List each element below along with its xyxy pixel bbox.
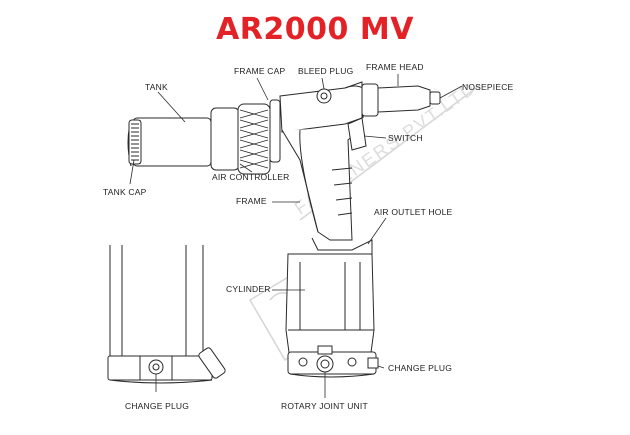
label-frame: FRAME (236, 196, 267, 206)
frame-handle (281, 117, 373, 255)
cylinder-body (285, 253, 379, 378)
leader-lines (129, 74, 463, 398)
label-change-plug-left: CHANGE PLUG (125, 401, 190, 411)
air-controller (237, 99, 281, 175)
diagram-title: AR2000 MV (216, 12, 414, 47)
label-change-plug-right: CHANGE PLUG (388, 363, 453, 373)
side-view (107, 245, 226, 384)
tank-body (127, 107, 240, 171)
label-tank: TANK (145, 82, 168, 92)
label-air-outlet-hole: AIR OUTLET HOLE (374, 207, 453, 217)
label-frame-head: FRAME HEAD (366, 62, 424, 72)
label-air-controller: AIR CONTROLLER (212, 172, 290, 182)
label-cylinder: CYLINDER (226, 284, 271, 294)
label-switch: SWITCH (388, 133, 423, 143)
label-bleed-plug: BLEED PLUG (298, 66, 354, 76)
frame-head (279, 81, 441, 133)
label-rotary-joint-unit: ROTARY JOINT UNIT (281, 401, 368, 411)
label-tank-cap: TANK CAP (103, 187, 147, 197)
label-nosepiece: NOSEPIECE (462, 82, 514, 92)
label-frame-cap: FRAME CAP (234, 66, 286, 76)
